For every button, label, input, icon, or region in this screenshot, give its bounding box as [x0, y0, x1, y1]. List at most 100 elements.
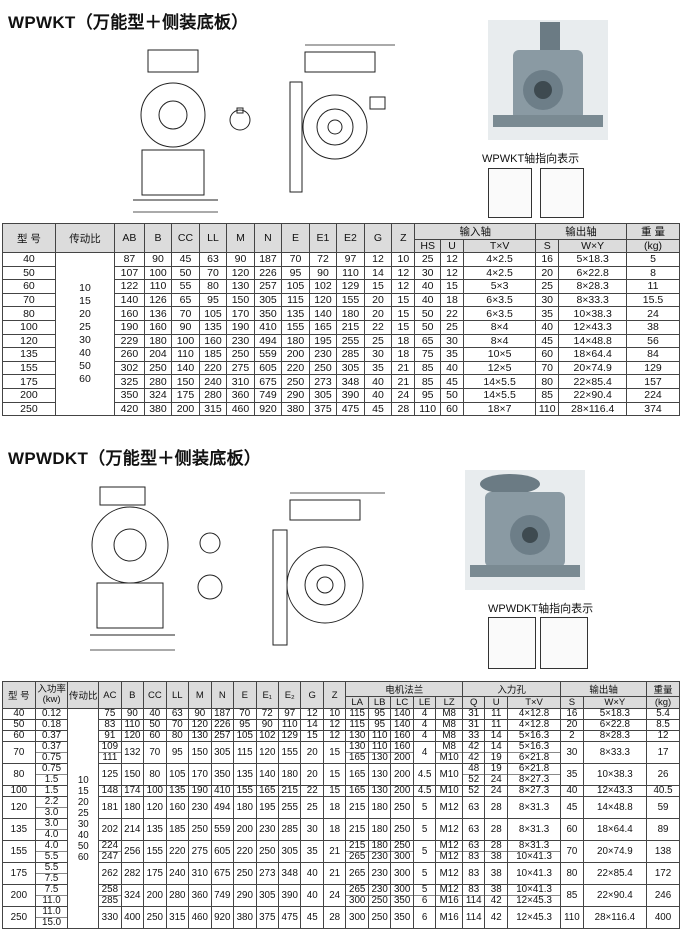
cell-u-value: 38 — [490, 867, 502, 879]
table-cell: 12 — [391, 279, 416, 294]
cell-dim: 250 — [233, 862, 257, 885]
cell-u-value: 28 — [490, 840, 502, 851]
table-cell: 22×90.4 — [558, 387, 628, 403]
cell-dim: 10 — [322, 708, 347, 720]
cell-dim: 250 — [143, 906, 167, 929]
col-input-group: 入力孔 — [461, 681, 562, 697]
col-dim: Z — [391, 223, 416, 253]
table-cell: 100 — [171, 333, 200, 349]
table-cell: 250 — [143, 360, 173, 376]
cell-s: 35 — [560, 763, 584, 786]
cell-dim: 105 — [165, 763, 190, 786]
cell-dim: 90 — [120, 708, 145, 720]
ratio-value: 25 — [77, 807, 89, 819]
col-lc: LC — [390, 696, 414, 709]
table-cell: 63 — [198, 252, 228, 267]
table-cell: 15 — [391, 306, 416, 321]
cell-wy: 6×22.8 — [582, 719, 648, 731]
table-cell: 12×5 — [463, 360, 537, 376]
cell-s: 30 — [560, 741, 584, 764]
cell-dim: 180 — [120, 796, 145, 819]
cell-lb: 130 — [367, 785, 392, 797]
table-cell: 80 — [198, 279, 228, 294]
table-cell: 675 — [253, 374, 283, 389]
table-cell: 30 — [535, 292, 560, 308]
cell-dim: 240 — [165, 862, 190, 885]
cell-tv-value: 8×27.3 — [518, 785, 550, 796]
cell-tv-value: 8×31.3 — [518, 823, 550, 835]
table-cell: 120 — [308, 292, 338, 308]
cell-dim: 24 — [322, 884, 347, 907]
cell-tv-value: 4×12.8 — [518, 719, 550, 730]
cell-power-value: 5.5 — [36, 851, 67, 862]
cell-dim: 132 — [120, 741, 145, 764]
cell-model: 100 — [2, 319, 56, 335]
shaft-section-drawing — [229, 107, 251, 131]
cell-lz-value: M10 — [439, 768, 459, 780]
cell-dim: 28 — [322, 906, 347, 929]
cell-s: 16 — [560, 708, 584, 720]
table-cell: 285 — [336, 347, 365, 362]
cell-dim: 45 — [300, 906, 324, 929]
cell-la-value: 215 — [349, 840, 366, 851]
table-cell: 14 — [363, 265, 393, 281]
table-cell: 165 — [308, 319, 338, 335]
table-cell: 559 — [253, 347, 283, 362]
cell-la: 265 — [345, 862, 369, 885]
table-cell: 18×64.4 — [558, 347, 628, 362]
cell-dim: 135 — [233, 763, 257, 786]
cell-wy: 8×28.3 — [582, 730, 648, 742]
table-cell: 40 — [439, 360, 465, 376]
cell-lz-value: M10 — [436, 752, 462, 763]
cell-model: 135 — [2, 818, 36, 841]
table-cell: 20 — [535, 265, 560, 281]
cell-dim: 255 — [277, 796, 302, 819]
ratio-value: 50 — [79, 360, 91, 373]
table-cell: 65 — [414, 333, 441, 349]
cell-lb-value: 110 — [371, 741, 388, 752]
cell-dim: 220 — [233, 840, 257, 863]
cell-weight: 26 — [646, 763, 680, 786]
table-cell: 250 — [226, 347, 255, 362]
table-cell: 5×18.3 — [558, 252, 628, 267]
table-cell: 40 — [414, 279, 441, 294]
table-cell: 475 — [336, 401, 365, 417]
cell-power-value: 5.5 — [44, 862, 59, 873]
col-dim: E — [233, 681, 257, 709]
cell-dim: 115 — [233, 741, 257, 764]
cell-le: 5 — [412, 862, 437, 885]
cell-dim: 70 — [233, 708, 257, 720]
table-cell: 90 — [171, 319, 200, 335]
table-cell: 21 — [391, 360, 416, 376]
cell-lz-value: M16 — [439, 911, 459, 923]
cell-q-value: 83 — [468, 867, 480, 879]
cell-dim: 324 — [120, 884, 145, 907]
cell-dim: 50 — [143, 719, 167, 731]
table-cell: 110 — [535, 401, 560, 417]
cell-weight: 40.5 — [646, 785, 680, 797]
table-cell: 305 — [336, 360, 365, 376]
table-cell: 30 — [414, 265, 441, 281]
table-cell: 25 — [439, 319, 465, 335]
cell-model: 250 — [2, 906, 36, 929]
cell-weight: 172 — [646, 862, 680, 885]
col-ratio: 传动比 — [67, 681, 100, 709]
cell-dim: 91 — [98, 730, 122, 742]
cell-q: 31 — [461, 719, 486, 731]
cell-tv-value: 6×21.8 — [518, 763, 550, 774]
cell-q-value: 63 — [468, 840, 480, 851]
cell-dim: 180 — [233, 796, 257, 819]
cell-lc: 350 — [390, 906, 414, 929]
cell-weight: 17 — [646, 741, 680, 764]
ratio-value: 15 — [77, 785, 89, 797]
table-cell: 6×3.5 — [463, 306, 537, 321]
cell-dim: 214 — [120, 818, 145, 841]
